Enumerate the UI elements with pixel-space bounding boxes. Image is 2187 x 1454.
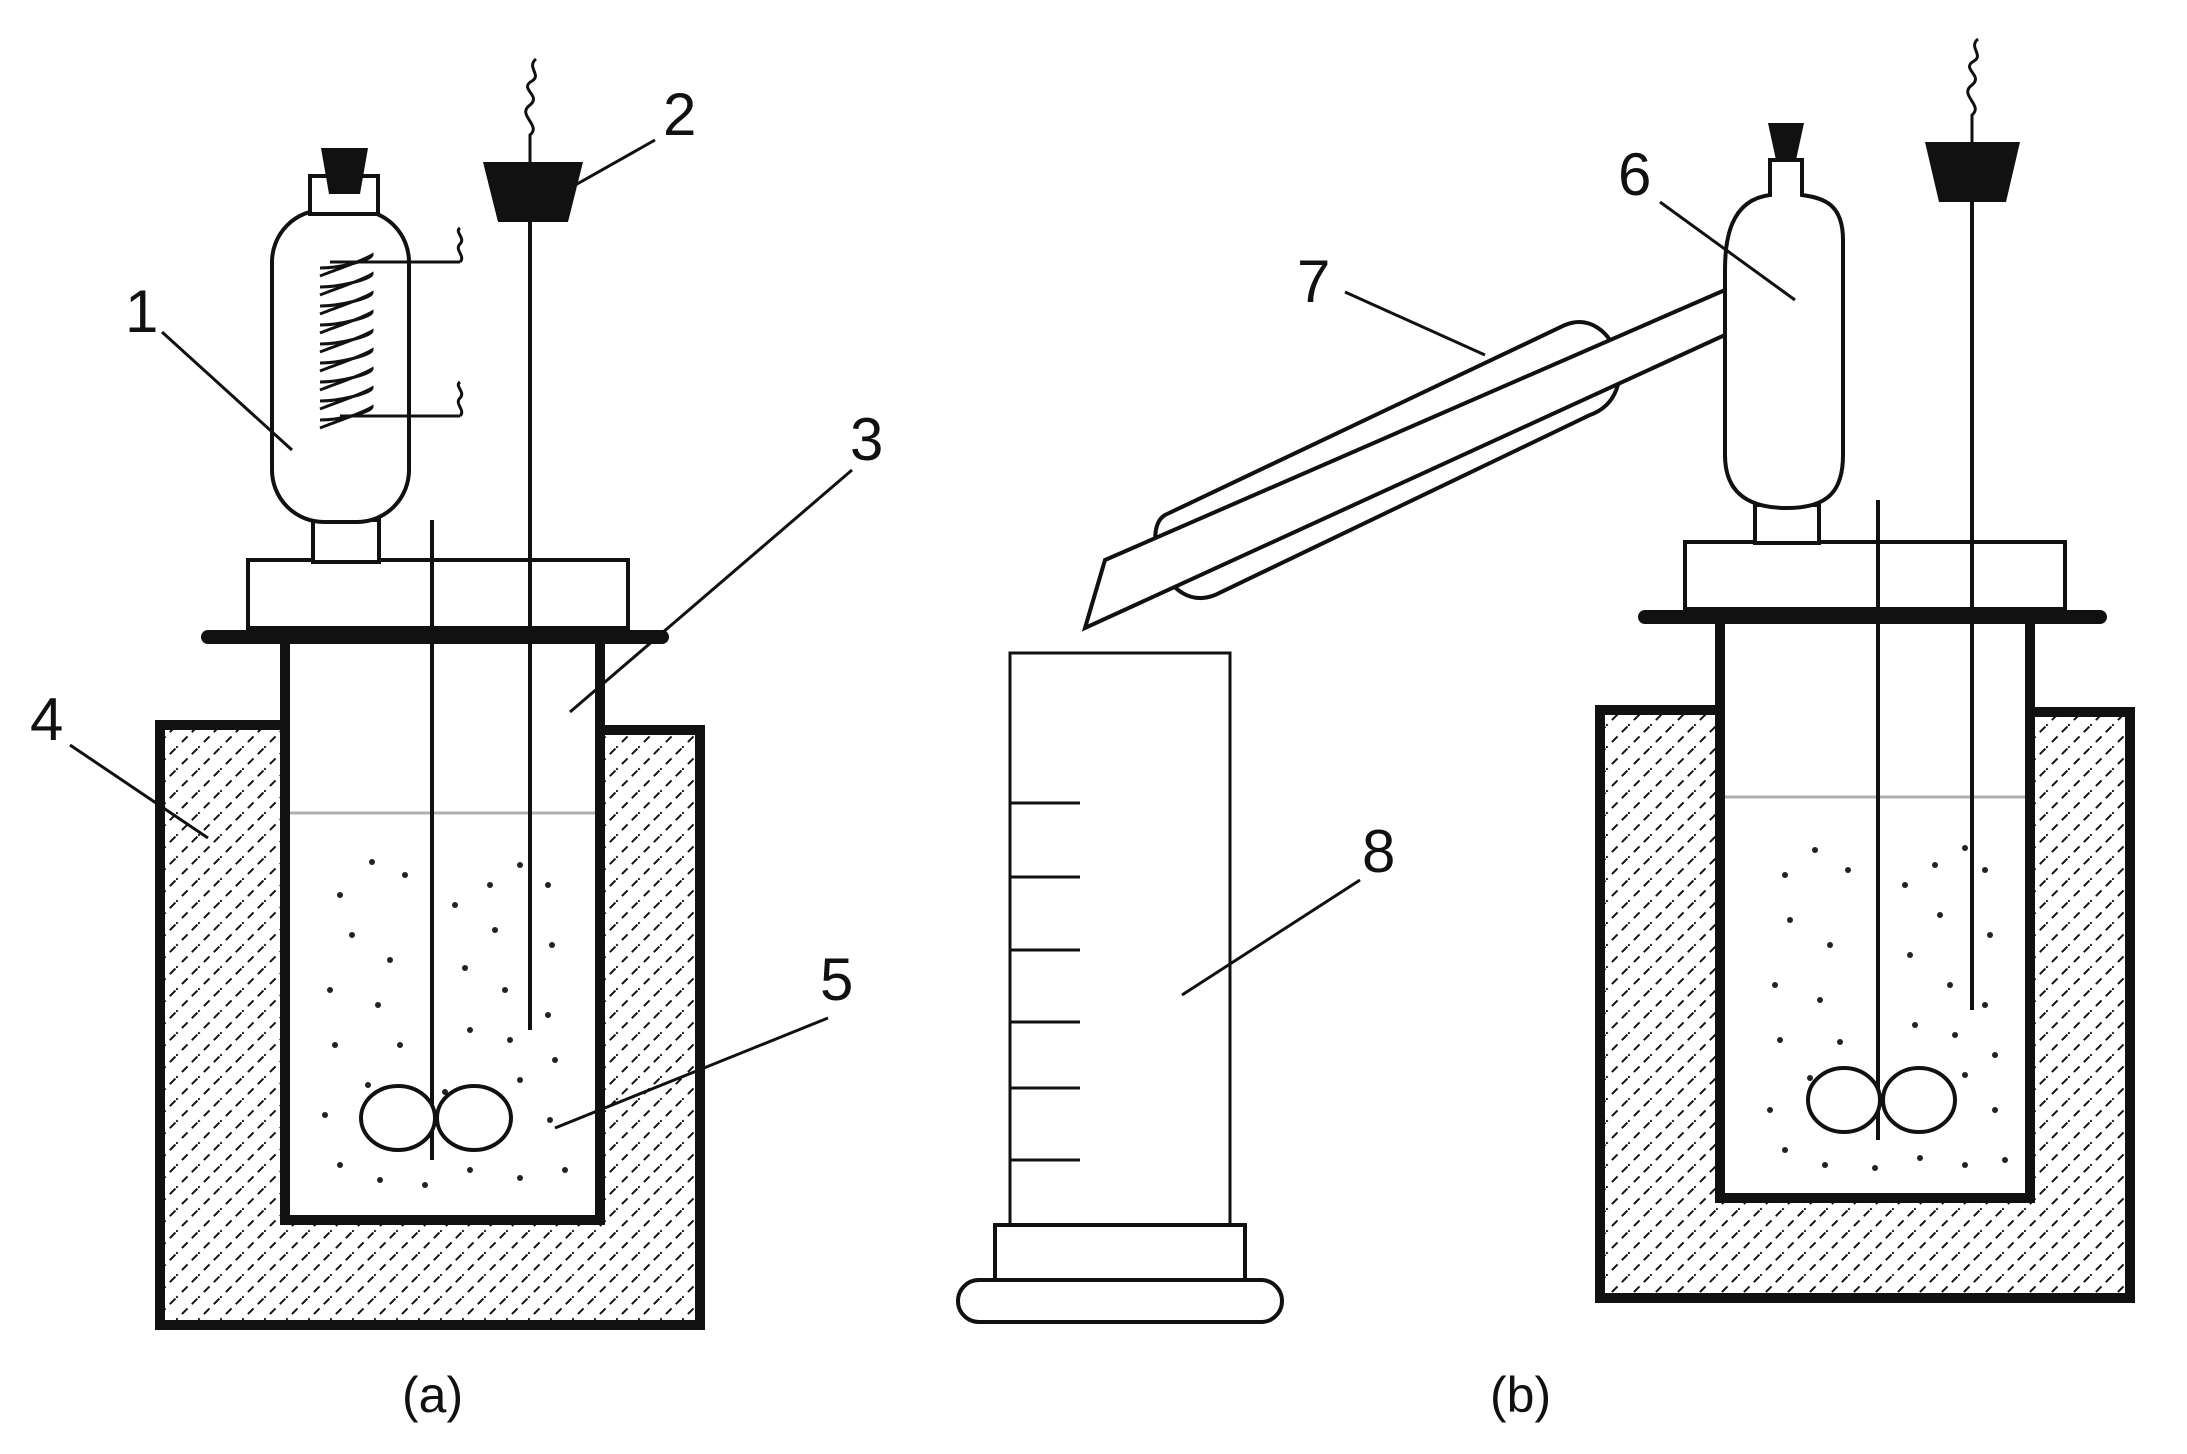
leader-line-5 (554, 1016, 829, 1130)
head-stopper (1768, 123, 1804, 160)
condenser-stopper (321, 148, 368, 194)
distillation-head (1723, 123, 1845, 545)
leader-lines-a (69, 138, 853, 1130)
label-7: 7 (1297, 248, 1330, 315)
stirrer-a (359, 520, 513, 1160)
liebig-condenser (1081, 286, 1727, 632)
heating-bath-b (1595, 705, 2135, 1303)
graduated-cylinder (956, 651, 1284, 1324)
cylinder-graduations (1010, 801, 1080, 1162)
label-1: 1 (125, 278, 158, 345)
thermometer-stopper-a (483, 162, 583, 222)
label-2: 2 (663, 81, 696, 148)
label-8: 8 (1362, 818, 1395, 885)
suspension-particles-a (322, 859, 568, 1188)
reactor-vessel-b (1715, 612, 2035, 1203)
leader-line-4 (69, 743, 209, 840)
stirrer-b (1806, 500, 1957, 1140)
leader-line-1 (160, 330, 294, 452)
thermometer-a (483, 57, 583, 1030)
setup-a (69, 57, 853, 1330)
label-6: 6 (1618, 141, 1651, 208)
caption-b: (b) (1490, 1367, 1551, 1423)
setup-b (956, 37, 2135, 1324)
distillation-tube (1081, 286, 1727, 632)
reflux-condenser (270, 148, 464, 564)
thermometer-stopper-b (1925, 142, 2020, 202)
label-5: 5 (820, 946, 853, 1013)
caption-a: (a) (402, 1367, 463, 1423)
heating-bath-a (155, 720, 705, 1330)
label-4: 4 (30, 686, 63, 753)
thermometer-b (1925, 37, 2020, 1010)
cooling-coil (319, 226, 464, 430)
reactor-lid-a (201, 558, 669, 644)
leader-line-2 (569, 138, 656, 190)
suspension-particles-b (1767, 845, 2008, 1171)
label-3: 3 (850, 406, 883, 473)
leader-line-7 (1344, 290, 1486, 357)
leader-line-8 (1181, 878, 1361, 997)
leader-lines-b (1181, 200, 1796, 997)
leader-line-3 (569, 468, 853, 714)
reactor-lid-b (1638, 540, 2107, 624)
leader-line-6 (1659, 200, 1796, 302)
